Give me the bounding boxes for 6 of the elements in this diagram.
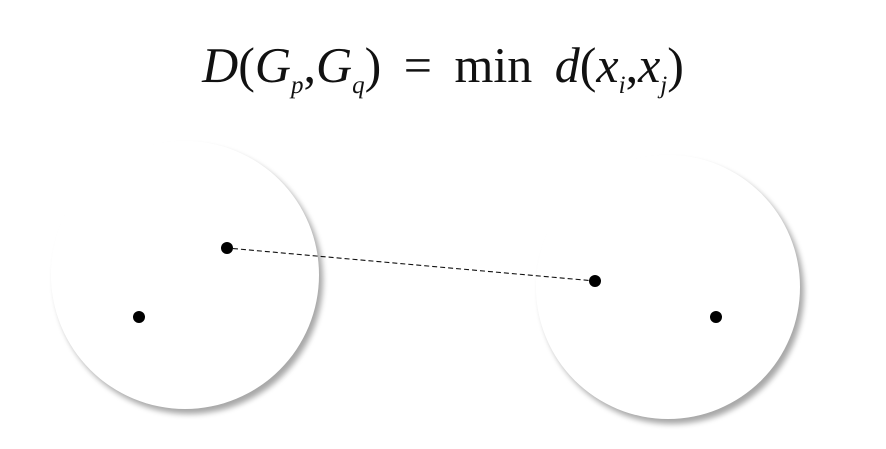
formula-title: D(G$_{p}$,G$_{q}$) = min d(x$_{i}$,x$_{j}$) <box>200 36 685 100</box>
dashed-line <box>232 248 590 282</box>
data-point-icon <box>133 311 145 323</box>
data-point-icon <box>589 275 601 287</box>
data-point-icon <box>221 242 233 254</box>
data-point-icon <box>710 311 722 323</box>
